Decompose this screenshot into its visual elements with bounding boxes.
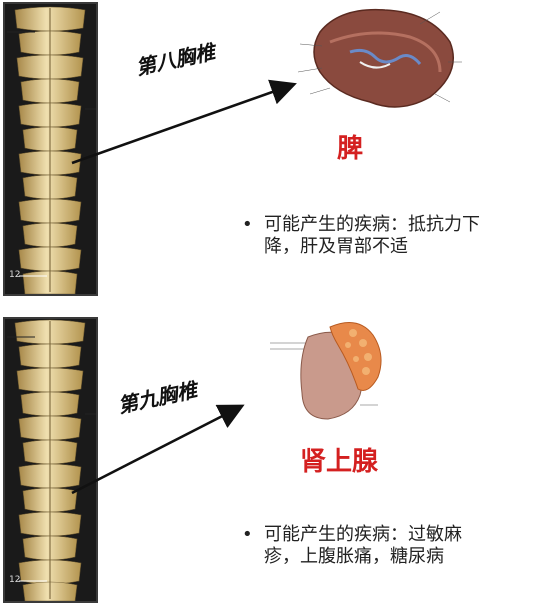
bullet-text: 可能产生的疾病：过敏麻疹，上腹胀痛，糖尿病 bbox=[264, 524, 462, 567]
vertebra-label: 第八胸椎 bbox=[133, 39, 218, 80]
adrenal-illustration bbox=[268, 315, 398, 425]
organ-name: 肾上腺 bbox=[300, 447, 379, 477]
spine-tick-label: 12 bbox=[9, 270, 21, 280]
bullet-text: 可能产生的疾病：抵抗力下降，肝及胃部不适 bbox=[264, 214, 480, 257]
spleen-illustration bbox=[290, 2, 470, 122]
disease-bullet: • 可能产生的疾病：过敏麻疹，上腹胀痛，糖尿病 bbox=[242, 524, 492, 568]
bullet-dot-icon: • bbox=[242, 214, 253, 235]
panel-thoracic-9: 12 第九胸椎 肾上腺 • 可能产生的疾病：过敏麻疹，上腹胀痛，糖尿病 bbox=[0, 303, 533, 605]
spine-image: 12 bbox=[3, 317, 98, 603]
bullet-dot-icon: • bbox=[242, 524, 253, 545]
vertebra-label: 第九胸椎 bbox=[115, 377, 200, 418]
panel-thoracic-8: 12 第八胸椎 脾 • 可能产生的疾病：抵 bbox=[0, 0, 533, 302]
spine-image: 12 bbox=[3, 2, 98, 296]
disease-bullet: • 可能产生的疾病：抵抗力下降，肝及胃部不适 bbox=[242, 214, 492, 258]
spine-tick-label: 12 bbox=[9, 575, 21, 585]
organ-name: 脾 bbox=[337, 134, 364, 164]
